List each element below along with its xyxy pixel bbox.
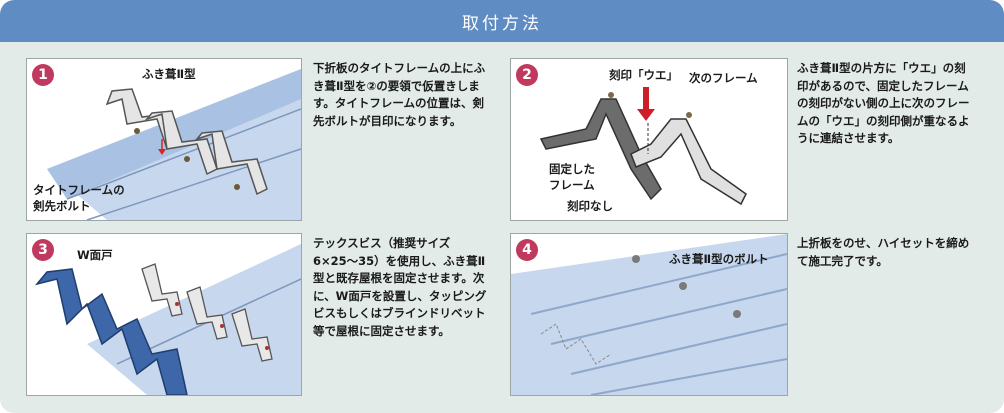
step-2-label-fixed-1: 固定した	[549, 162, 595, 176]
step-3-label-w: W面戸	[77, 248, 113, 262]
step-3-illustration: 3 W面戸	[26, 233, 302, 396]
step-1-label-bottom-1: タイトフレームの	[33, 183, 125, 197]
step-2-label-none: 刻印なし	[567, 199, 613, 213]
step-2-drawing	[539, 87, 747, 206]
step-2-description: ふき葺Ⅱ型の片方に「ウエ」の刻印があるので、固定したフレームの刻印がない側の上に…	[797, 61, 970, 145]
step-3-badge: 3	[32, 239, 54, 261]
step-2-label-fixed-2: フレーム	[549, 178, 595, 192]
step-3-drawing	[34, 244, 301, 395]
step-1-drawing	[47, 69, 301, 220]
step-4-label-bolt: ふき葺Ⅱ型のボルト	[669, 252, 769, 266]
step-2-badge: 2	[516, 64, 538, 86]
step-2-illustration: 2 刻印「ウエ」 次のフレーム 固定した フレーム 刻印なし	[510, 58, 788, 221]
section-title: 取付方法	[462, 13, 542, 34]
step-3-description: テックスビス（推奨サイズ6×25〜35）を使用し、ふき葺Ⅱ型と既存屋根を固定させ…	[313, 236, 487, 338]
section-header: 取付方法	[0, 0, 1004, 42]
step-1-description: 下折板のタイトフレームの上にふき葺Ⅱ型を②の要領で仮置きします。タイトフレームの…	[313, 61, 486, 128]
step-1-label-top: ふき葺Ⅱ型	[142, 67, 196, 81]
step-4-badge: 4	[516, 239, 538, 261]
step-1-label-bottom-2: 剣先ボルト	[33, 199, 91, 213]
step-4-drawing	[511, 234, 787, 395]
step-2-label-next: 次のフレーム	[689, 71, 758, 85]
step-4-description: 上折板をのせ、ハイセットを締めて施工完了です。	[797, 236, 970, 268]
step-1-illustration: 1 ふき葺Ⅱ型 タイトフレームの 剣先ボルト	[26, 58, 302, 221]
step-2-label-mark: 刻印「ウエ」	[609, 68, 678, 82]
step-4-illustration: 4 ふき葺Ⅱ型のボルト	[510, 233, 788, 396]
step-1-badge: 1	[32, 64, 54, 86]
